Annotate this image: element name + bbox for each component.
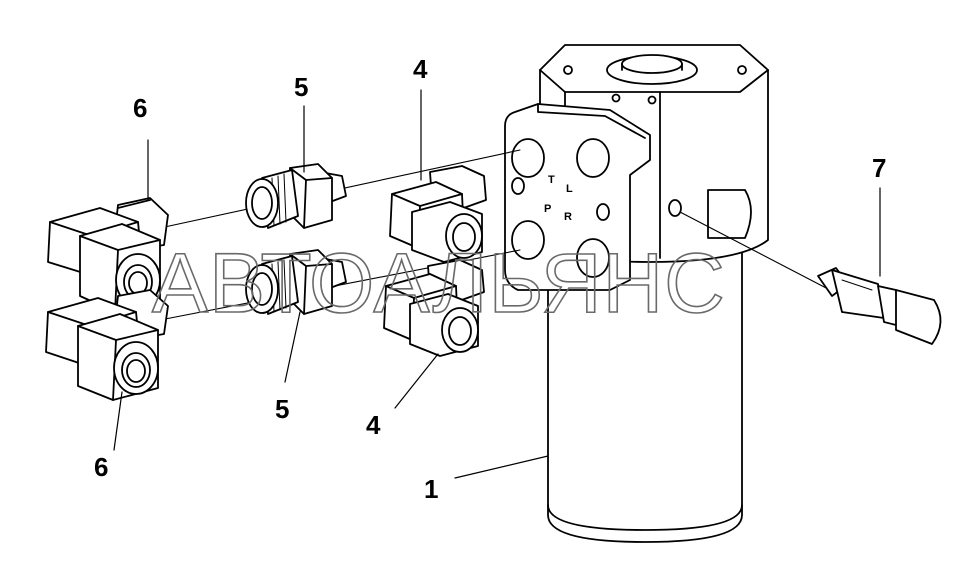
- plug-fitting: [817, 267, 942, 345]
- port-label-r: R: [564, 211, 572, 223]
- callout-5-upper: 5: [294, 72, 308, 102]
- callout-6-lower: 6: [94, 452, 108, 482]
- callout-5-lower: 5: [275, 394, 289, 424]
- adapter-lower: [245, 249, 347, 315]
- port-label-l: L: [566, 183, 573, 195]
- port-labels: T L P R: [544, 174, 573, 223]
- leader-lines: [113, 89, 881, 479]
- main-valve-body: [504, 44, 769, 543]
- callout-6-upper: 6: [133, 93, 147, 123]
- port-label-p: P: [544, 203, 551, 215]
- banjo-fitting-upper: [389, 165, 487, 263]
- elbow-fitting-lower: [45, 289, 169, 401]
- elbow-fitting-upper: [47, 197, 169, 313]
- port-label-t: T: [548, 174, 555, 186]
- callout-7: 7: [872, 153, 886, 183]
- callout-1: 1: [424, 474, 438, 504]
- banjo-fitting-lower: [383, 259, 485, 357]
- callout-4-lower: 4: [366, 410, 381, 440]
- watermark: АВТОАЛЬЯНС: [152, 236, 726, 330]
- callout-4-upper: 4: [413, 54, 428, 84]
- callout-numbers: 6 5 4 7 1 4 5 6: [94, 54, 886, 504]
- adapter-upper: [245, 163, 347, 229]
